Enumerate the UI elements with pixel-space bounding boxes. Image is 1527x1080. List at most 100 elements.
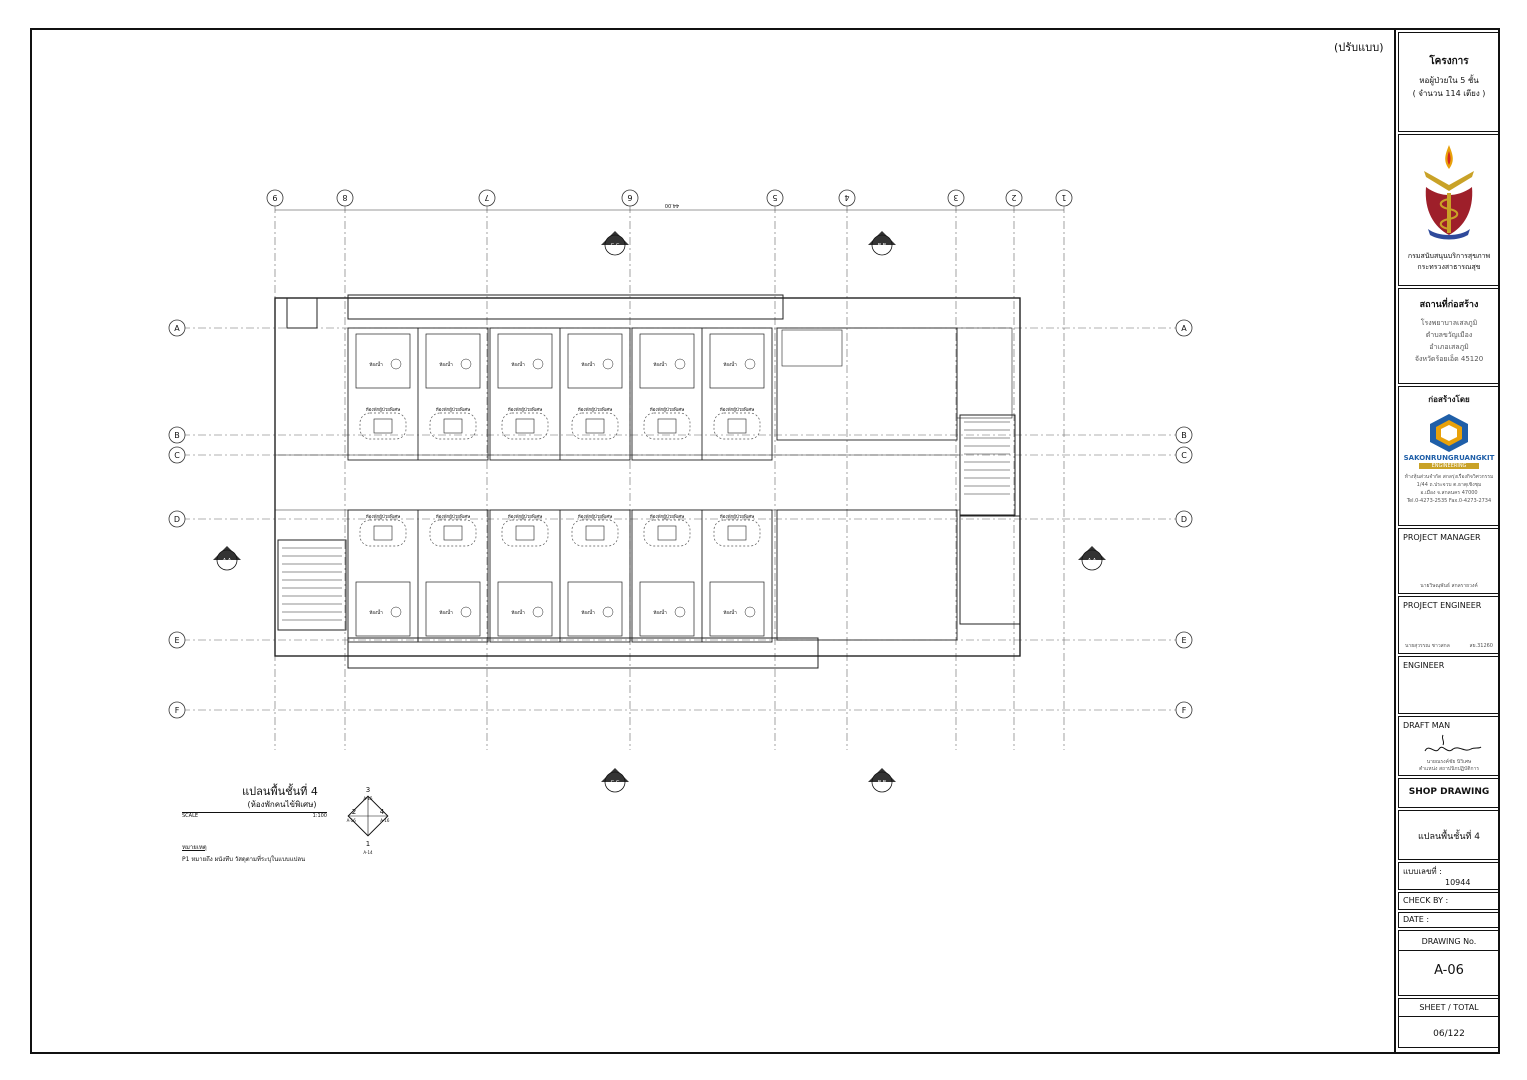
pe-label: PROJECT ENGINEER	[1403, 601, 1482, 610]
grid-bubble-label: B	[174, 431, 180, 440]
grid-bubble	[1175, 426, 1193, 444]
drawing-no-heading: DRAWING No.	[1399, 937, 1499, 951]
dept-line-1: กรมสนับสนุนบริการสุขภาพ	[1407, 252, 1491, 260]
room-label: ห้องพักผู้ป่วยพิเศษ	[720, 514, 755, 520]
grid-bubble	[1175, 446, 1193, 464]
site-heading: สถานที่ก่อสร้าง	[1419, 300, 1479, 310]
legend: หมายเหตุ P1 หมายถึง ผนังทึบ วัสดุตามที่ร…	[182, 842, 305, 866]
lift-core	[959, 515, 1021, 625]
lower-wc-strip	[347, 637, 819, 669]
patient-room: ห้องพักผู้ป่วยพิเศษห้องพักผู้ป่วยพิเศษห้…	[631, 327, 773, 461]
patient-room: ห้องพักผู้ป่วยพิเศษ ห้องพักผู้ป่วยพิเศษห้…	[347, 509, 489, 643]
room-label: ห้องพักผู้ป่วยพิเศษ	[578, 407, 613, 413]
section-tag-arrow	[213, 546, 241, 560]
key-plan-number: 3	[366, 786, 370, 794]
bed-zone	[359, 412, 407, 440]
date-box: DATE :	[1398, 912, 1500, 928]
grid-bubble-label: D	[1181, 515, 1187, 524]
bed	[727, 418, 747, 434]
site-line-4: จังหวัดร้อยเอ็ด 45120	[1414, 355, 1484, 363]
scale-value: 1:100	[312, 813, 327, 819]
company-line-2: 1/44 ถ.ประจวบ ต.ธาตุเชิงชุม	[1416, 482, 1482, 488]
company-logo	[1430, 414, 1468, 452]
bed	[373, 525, 393, 541]
grid-bubble-label: B	[1181, 431, 1187, 440]
section-tag: A-A	[1078, 546, 1106, 571]
toilet-fixture	[460, 606, 472, 618]
grid-bubble-label: D	[174, 515, 180, 524]
toilet-room	[709, 581, 765, 637]
patient-room: ห้องพักผู้ป่วยพิเศษห้องพักผู้ป่วยพิเศษห้…	[489, 509, 631, 643]
sheet-total-value: 06/122	[1433, 1029, 1465, 1039]
bed	[515, 418, 535, 434]
grid-bubble-label: C	[1181, 451, 1187, 460]
pm-name: นายวิษณุพันธ์ สกลรายวงค์	[1420, 583, 1478, 589]
toilet-room	[425, 333, 481, 389]
plan-subtitle: (ห้องพักคนไข้พิเศษ)	[247, 800, 317, 809]
scale-label: SCALE	[182, 813, 199, 819]
grid-bubble-label: E	[174, 636, 179, 645]
grid-bubble-label: 3	[953, 193, 958, 202]
room-label: ห้องพักผู้ป่วยพิเศษ	[720, 407, 755, 413]
toilet-room	[355, 581, 411, 637]
section-tag-arrow	[1078, 546, 1106, 560]
site-line-2: ตำบลขวัญเมือง	[1425, 331, 1473, 339]
toilet-room	[355, 333, 411, 389]
drawing-no-box: แบบเลขที่ : 10944	[1398, 862, 1500, 890]
section-tag-label: A-A	[223, 558, 232, 564]
bed	[443, 525, 463, 541]
project-box: โครงการ หอผู้ป่วยใน 5 ชั้น ( จำนวน 114 เ…	[1398, 32, 1500, 132]
stair-core-left	[277, 539, 347, 631]
toilet-fixture	[532, 606, 544, 618]
stair-core-top	[959, 414, 1016, 516]
sheet-title: แปลนพื้นชั้นที่ 4	[1417, 832, 1481, 842]
date-label: DATE :	[1403, 915, 1430, 924]
bed-zone	[713, 412, 761, 440]
toilet-fixture	[744, 606, 756, 618]
room-label: ห้องพักผู้ป่วยพิเศษ	[578, 514, 613, 520]
toilet-fixture	[532, 358, 544, 370]
toilet-room	[567, 581, 623, 637]
grid-bubble	[1175, 510, 1193, 528]
title-block: โครงการ หอผู้ป่วยใน 5 ชั้น ( จำนวน 114 เ…	[1394, 30, 1500, 1052]
section-tag-label: A-A	[1088, 558, 1097, 564]
bed	[657, 525, 677, 541]
toilet-label: ห้องน้ำ	[511, 361, 525, 368]
grid-bubble	[838, 189, 856, 207]
grid-bubble	[1175, 701, 1193, 719]
toilet-room	[497, 333, 553, 389]
toilet-label: ห้องน้ำ	[723, 609, 737, 616]
toilet-room	[639, 581, 695, 637]
toilet-fixture	[602, 358, 614, 370]
bed	[585, 418, 605, 434]
room-label: ห้องพักผู้ป่วยพิเศษ	[366, 514, 401, 520]
section-tag: A-A	[213, 546, 241, 571]
room-label: ห้องพักผู้ป่วยพิเศษ	[436, 514, 471, 520]
toilet-label: ห้องน้ำ	[439, 361, 453, 368]
bed-zone	[713, 519, 761, 547]
drawing-code-box: DRAWING No. A-06	[1398, 930, 1500, 996]
project-heading: โครงการ	[1429, 56, 1469, 67]
toilet-label: ห้องน้ำ	[439, 609, 453, 616]
grid-bubble	[168, 510, 186, 528]
sheet-title-box: แปลนพื้นชั้นที่ 4	[1398, 810, 1500, 860]
section-tag-label: B-B	[878, 780, 887, 786]
toilet-fixture	[460, 358, 472, 370]
grid-bubble-label: E	[1181, 636, 1186, 645]
draftman-box: DRAFT MAN นายณรงค์ชัย นิวิเศษ ตำแหน่ง สถ…	[1398, 716, 1500, 776]
room-label: ห้องพักผู้ป่วยพิเศษ	[508, 514, 543, 520]
grid-bubble-label: 7	[484, 193, 489, 202]
toilet-label: ห้องน้ำ	[653, 361, 667, 368]
bed	[515, 525, 535, 541]
bed-zone	[643, 519, 691, 547]
store-room	[956, 327, 1013, 419]
toilet-room	[567, 333, 623, 389]
draft-name: นายณรงค์ชัย นิวิเศษ	[1426, 759, 1472, 765]
company-sub: ENGINEERING	[1419, 463, 1479, 469]
section-tag-arrow	[868, 231, 896, 245]
grid-bubble	[168, 319, 186, 337]
